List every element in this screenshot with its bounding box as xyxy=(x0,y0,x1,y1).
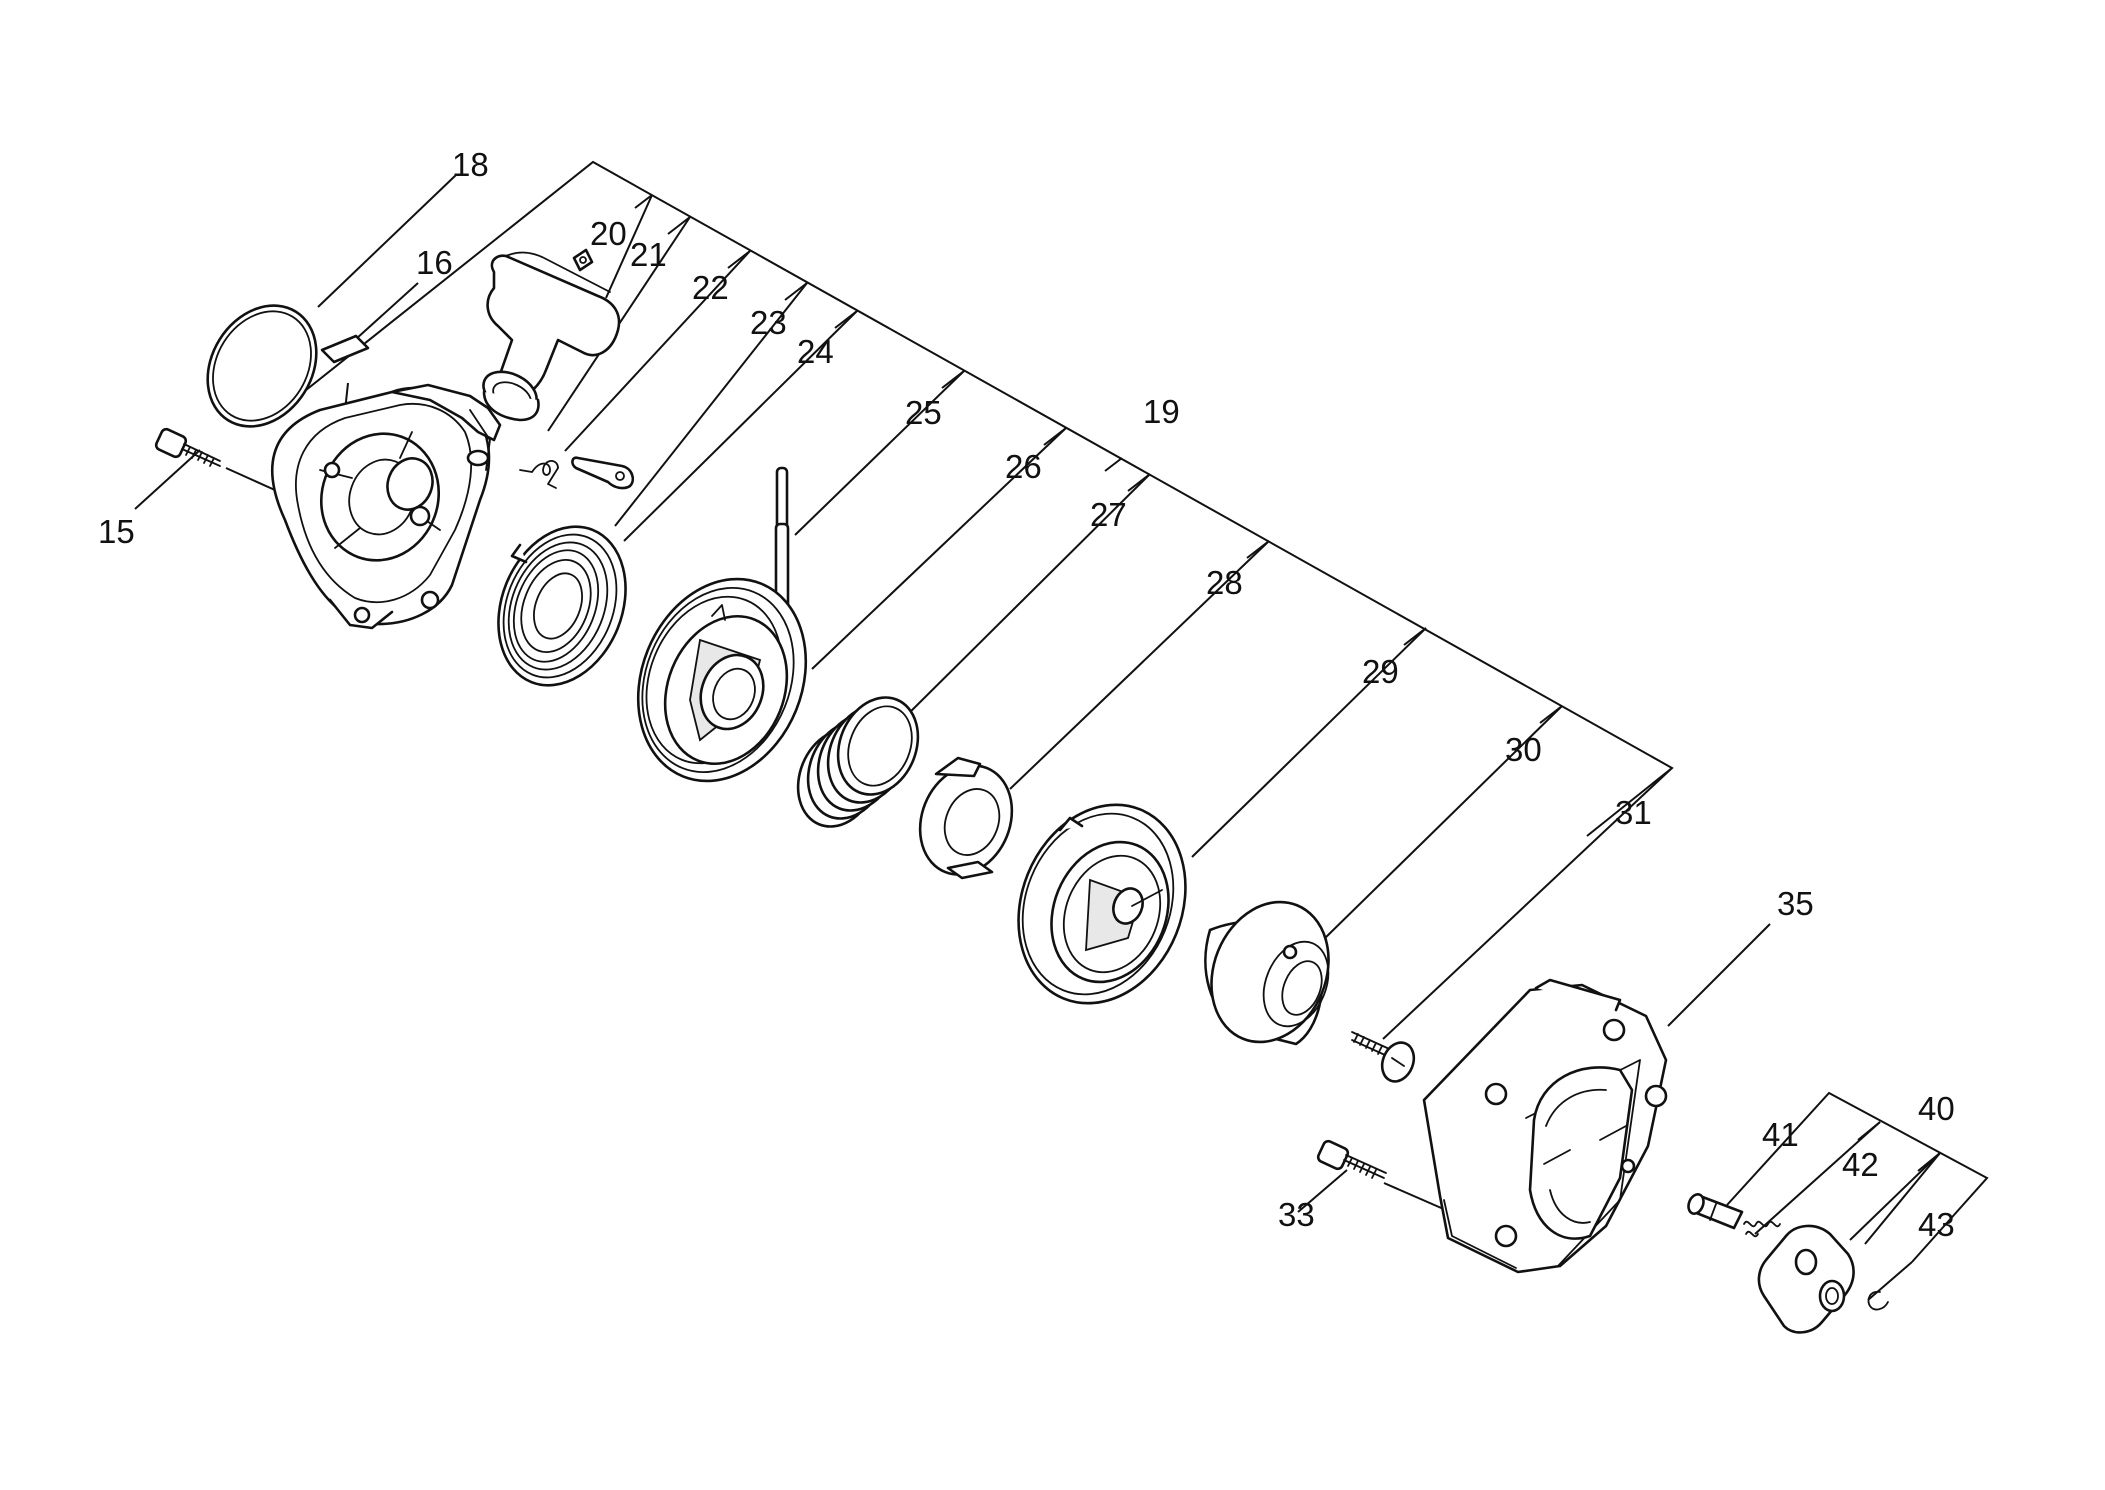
label-42: 42 xyxy=(1842,1146,1879,1183)
part-42-spring xyxy=(1743,1220,1781,1238)
label-28: 28 xyxy=(1206,564,1243,601)
leader-lines xyxy=(134,160,1989,1301)
label-26: 26 xyxy=(1005,448,1042,485)
label-33: 33 xyxy=(1278,1196,1315,1233)
part-30-clutch-drum xyxy=(1204,900,1330,1046)
part-22-spring xyxy=(519,460,559,489)
label-30: 30 xyxy=(1505,731,1542,768)
part-labels: 15 16 18 19 20 21 22 23 24 25 26 27 28 2… xyxy=(98,146,1955,1243)
part-41-bolt xyxy=(1687,1193,1744,1230)
label-41: 41 xyxy=(1762,1116,1799,1153)
part-31-screw xyxy=(1351,1031,1416,1083)
label-40: 40 xyxy=(1918,1090,1955,1127)
part-33-screw xyxy=(1316,1139,1387,1179)
label-24: 24 xyxy=(797,333,834,370)
part-40-plate xyxy=(1757,1224,1855,1334)
label-20: 20 xyxy=(590,215,627,252)
part-24-recoil-spring xyxy=(497,525,627,687)
part-26-rope-reel xyxy=(636,577,808,783)
label-43: 43 xyxy=(1918,1206,1955,1243)
part-16-label xyxy=(320,334,370,364)
label-31: 31 xyxy=(1615,794,1652,831)
label-22: 22 xyxy=(692,269,729,306)
part-starter-housing xyxy=(270,383,502,630)
label-23: 23 xyxy=(750,304,787,341)
part-28-ratchet xyxy=(918,756,1014,880)
label-29: 29 xyxy=(1362,653,1399,690)
label-19: 19 xyxy=(1143,393,1180,430)
label-18: 18 xyxy=(452,146,489,183)
part-29-pulley xyxy=(1017,803,1187,1005)
part-21-starter-handle xyxy=(482,251,621,422)
label-16: 16 xyxy=(416,244,453,281)
label-27: 27 xyxy=(1090,496,1127,533)
label-25: 25 xyxy=(905,394,942,431)
part-20-clip xyxy=(572,248,594,272)
part-23-pawl xyxy=(571,456,635,490)
part-18-o-ring xyxy=(206,304,318,428)
part-25-pin xyxy=(774,466,790,618)
part-15-screw xyxy=(154,427,221,467)
label-21: 21 xyxy=(630,236,667,273)
label-15: 15 xyxy=(98,513,135,550)
part-43-e-clip xyxy=(1867,1290,1889,1311)
label-35: 35 xyxy=(1777,885,1814,922)
part-27-coil-spring xyxy=(796,696,920,828)
part-35-fan-housing xyxy=(1422,978,1668,1274)
